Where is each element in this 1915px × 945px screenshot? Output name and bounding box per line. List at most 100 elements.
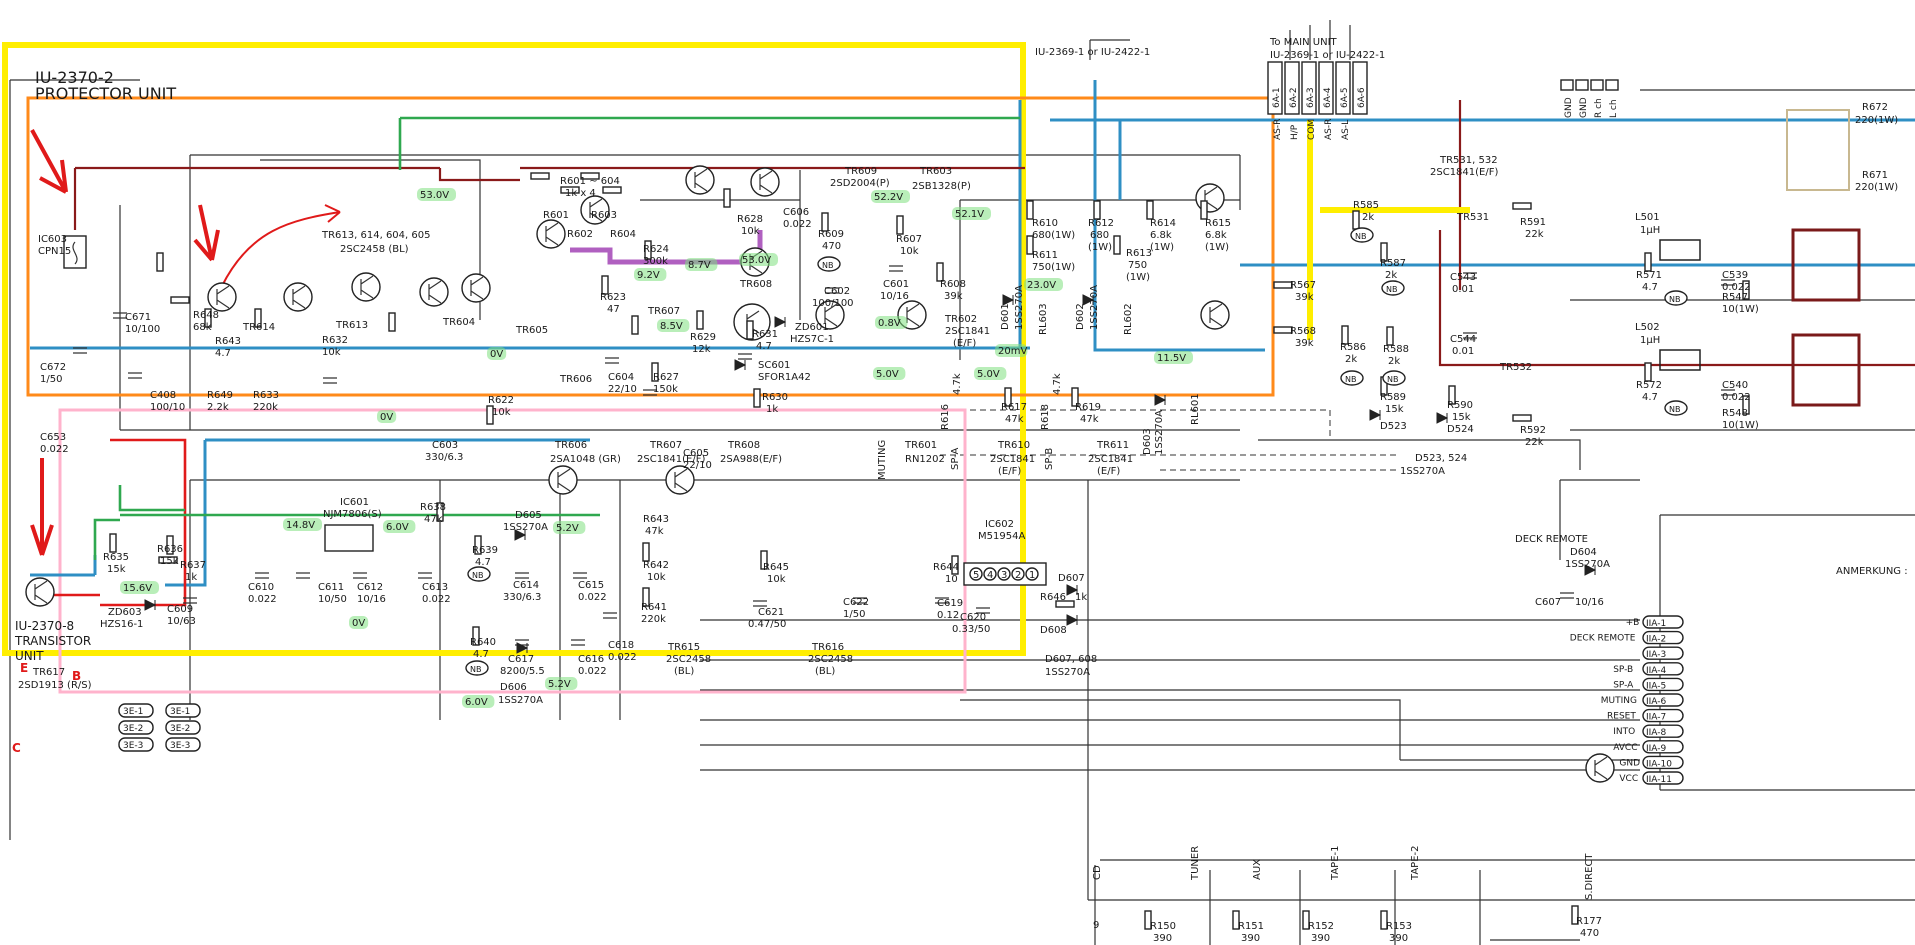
- voltage-value: 5.0V: [876, 369, 899, 380]
- r629-value: 12k: [692, 344, 711, 355]
- tr616-note-part: 2SC2458: [808, 654, 853, 665]
- c617-ref: C617: [508, 654, 534, 665]
- voltage-value: 53.0V: [420, 190, 449, 201]
- r567-ref: R567: [1290, 280, 1316, 291]
- r631-value: 4.7: [756, 341, 772, 352]
- r638-value: 47k: [424, 514, 443, 525]
- c610-ref: C610: [248, 582, 274, 593]
- c603-ref: C603: [432, 440, 458, 451]
- tr615-note-grade: (BL): [674, 666, 694, 677]
- r589-ref: R589: [1380, 392, 1406, 403]
- resistor-symbol: [1113, 235, 1121, 255]
- r601-604-value: 1k x 4: [565, 188, 596, 199]
- transistor-unit-title: TRANSISTOR: [14, 634, 91, 648]
- right-connector-signal: GND: [1619, 758, 1640, 768]
- diode-symbol: [1066, 584, 1079, 596]
- r152-ref: R152: [1308, 921, 1334, 932]
- c616-ref: C616: [578, 654, 604, 665]
- resistor-symbol: [1055, 600, 1075, 608]
- right-connector-signal: +B: [1626, 618, 1640, 628]
- r609-value: 470: [822, 241, 841, 252]
- base-pin-label: B: [72, 669, 81, 683]
- diode-symbol: [144, 599, 157, 611]
- diode-symbol: [1082, 294, 1095, 306]
- d607-608-ref: D607, 608: [1045, 654, 1097, 665]
- r642-value: 10k: [647, 572, 666, 583]
- c408-ref: C408: [150, 390, 176, 401]
- r630-value: 1k: [766, 404, 778, 415]
- right-connector-pin: IIA-9: [1646, 744, 1667, 754]
- voltage-label: 8.7V: [685, 258, 718, 271]
- d601-value: 1SS270A: [1014, 285, 1025, 330]
- resistor-symbol: [746, 320, 754, 340]
- transistor-labels: TR614 TR613 TR604 TR605 TR606 TR607 TR60…: [32, 155, 1532, 678]
- resistor-symbol: [1200, 200, 1208, 220]
- resistor-symbol: [644, 240, 652, 260]
- voltage-label: 14.8V: [283, 518, 322, 531]
- top-connector-pin: 6A-2: [1289, 87, 1299, 108]
- c605-ref: C605: [683, 448, 709, 459]
- r622-ref: R622: [488, 395, 514, 406]
- tr610-note-grade: (E/F): [998, 466, 1021, 477]
- resistor-symbol: [1742, 280, 1750, 300]
- ic602-pin-number: 4: [987, 570, 993, 581]
- capacitor-symbol: [1721, 389, 1735, 396]
- voltage-value: 8.7V: [688, 260, 711, 271]
- transistor-symbol: [25, 577, 55, 607]
- r151-ref: R151: [1238, 921, 1264, 932]
- transistor-unit-title-cut: UNIT: [15, 649, 44, 663]
- resistor-symbol: [158, 556, 178, 564]
- right-connector-pin: IIA-8: [1646, 728, 1667, 738]
- right-connector-signal: AVCC: [1613, 743, 1637, 753]
- r671-ref: R671: [1862, 170, 1888, 181]
- capacitor-symbol: [738, 353, 752, 360]
- r630-ref: R630: [762, 392, 788, 403]
- r614-ref: R614: [1150, 218, 1176, 229]
- right-connector-pin: IIA-10: [1646, 759, 1672, 769]
- sc601-ref: SC601: [758, 360, 790, 371]
- c620-ref: C620: [960, 612, 986, 623]
- tr615-ref: TR615: [667, 642, 700, 653]
- transistor-symbol: [1195, 183, 1225, 213]
- l502-coil: [1659, 349, 1701, 371]
- resistor-symbol: [254, 308, 262, 328]
- protector-unit-code: IU-2370-2: [35, 68, 114, 87]
- capacitor-symbol: [853, 597, 867, 604]
- resistor-symbol: [1144, 910, 1152, 930]
- r611-value: 750(1W): [1032, 262, 1075, 273]
- ic602-pin-number: 5: [973, 570, 979, 581]
- resistor-symbol: [1071, 387, 1079, 407]
- tr602-part: 2SC1841: [945, 326, 990, 337]
- r571-ref: R571: [1636, 270, 1662, 281]
- transistor-symbol: [207, 282, 237, 312]
- r153-value: 390: [1389, 933, 1408, 944]
- r601-ref: R601: [543, 210, 569, 221]
- r643-ref: R643: [215, 336, 241, 347]
- r591-value: 22k: [1525, 229, 1544, 240]
- r610-value: 680(1W): [1032, 230, 1075, 241]
- c543-value: 0.01: [1452, 284, 1474, 295]
- right-connector-pin: IIA-11: [1646, 775, 1672, 785]
- ic601-body: [324, 524, 374, 552]
- capacitor-symbol: [753, 600, 767, 607]
- r617-value: 47k: [1005, 414, 1024, 425]
- tr608-note-ref: TR608: [727, 440, 760, 451]
- capacitor-symbol: [603, 612, 617, 619]
- c622-value: 1/50: [843, 609, 865, 620]
- r613-watt: (1W): [1126, 272, 1150, 283]
- c618-value: 0.022: [608, 652, 637, 663]
- resistor-symbol: [1571, 905, 1579, 925]
- relay-box-1: [1786, 109, 1850, 191]
- c606-ref: C606: [783, 207, 809, 218]
- r585-value: 2k: [1362, 212, 1374, 223]
- voltage-value: 14.8V: [286, 520, 315, 531]
- resistor-symbol: [166, 535, 174, 555]
- c601-value: 10/16: [880, 291, 909, 302]
- c540-value: 0.022: [1722, 392, 1751, 403]
- voltage-label: 52.2V: [871, 190, 910, 203]
- diode-symbol: [1436, 412, 1449, 424]
- d608-ref: D608: [1040, 625, 1067, 636]
- tr606-note-part: 2SA1048 (GR): [550, 454, 621, 465]
- l501-ref: L501: [1635, 212, 1660, 223]
